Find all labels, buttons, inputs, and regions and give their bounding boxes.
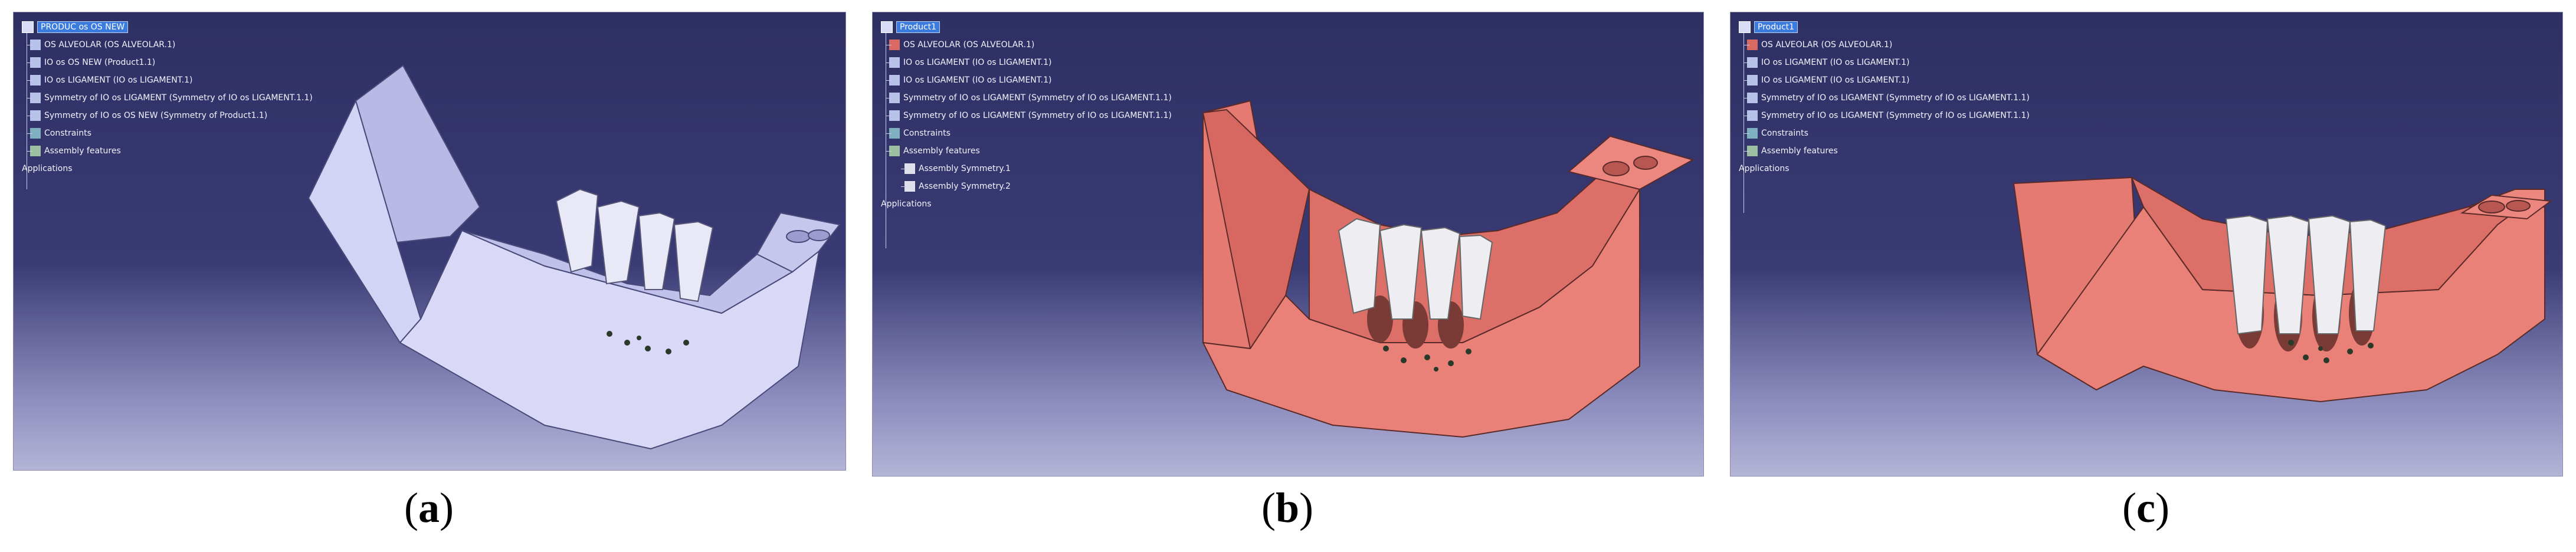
tooth-4 (1459, 234, 1493, 320)
tree-item[interactable]: IO os OS NEW (Product1.1) (27, 54, 313, 71)
part-icon (1747, 57, 1758, 68)
viewport-panel-a[interactable]: PRODUC os OS NEW OS ALVEOLAR (OS ALVEOLA… (13, 12, 846, 471)
tree-item[interactable]: OS ALVEOLAR (OS ALVEOLAR.1) (1743, 36, 2030, 54)
tooth-3 (2308, 215, 2351, 334)
spec-tree-b[interactable]: Product1 OS ALVEOLAR (OS ALVEOLAR.1) IO … (881, 18, 1172, 248)
tree-item[interactable]: OS ALVEOLAR (OS ALVEOLAR.1) (27, 36, 313, 54)
socket-right-1 (1602, 161, 1630, 176)
tooth-2 (597, 200, 640, 285)
tree-item[interactable]: Symmetry of IO os LIGAMENT (Symmetry of … (886, 89, 1172, 107)
part-icon (30, 75, 41, 86)
constraints-icon (889, 128, 900, 139)
tree-line (1743, 30, 1744, 213)
part-icon (1747, 110, 1758, 121)
ligament-points (2288, 340, 2374, 363)
tree-item[interactable]: IO os LIGAMENT (IO os LIGAMENT.1) (1743, 71, 2030, 89)
viewport-panel-c[interactable]: Product1 OS ALVEOLAR (OS ALVEOLAR.1) IO … (1730, 12, 2563, 477)
tree-item[interactable]: Symmetry of IO os OS NEW (Symmetry of Pr… (27, 107, 313, 124)
teeth-group (2225, 215, 2387, 335)
tree-subitem[interactable]: Assembly Symmetry.1 (901, 160, 1172, 178)
part-icon (889, 75, 900, 86)
tooth-3 (638, 212, 676, 290)
jaw-model-b[interactable] (873, 12, 1703, 476)
socket-right-2 (2506, 200, 2531, 212)
part-icon (1747, 75, 1758, 86)
part-icon (30, 40, 41, 50)
part-icon (1747, 93, 1758, 103)
symmetry-icon (904, 163, 915, 174)
tooth-1 (2225, 215, 2269, 335)
part-icon (889, 40, 900, 50)
product-icon (22, 21, 34, 33)
tree-item[interactable]: Applications (881, 199, 932, 209)
jaw-model-a[interactable] (14, 12, 845, 470)
jaw-ramus-left-side (1202, 109, 1310, 350)
tree-item[interactable]: OS ALVEOLAR (OS ALVEOLAR.1) (886, 36, 1172, 54)
tree-root[interactable]: Product1 (1739, 18, 2030, 36)
caption-c: (c) (2122, 484, 2169, 531)
socket-right-1 (786, 230, 811, 243)
part-icon (889, 110, 900, 121)
tree-item[interactable]: Symmetry of IO os LIGAMENT (Symmetry of … (1743, 89, 2030, 107)
symmetry-icon (904, 181, 915, 192)
caption-b: (b) (1261, 484, 1313, 531)
tree-item[interactable]: Constraints (27, 124, 313, 142)
tree-item[interactable]: Assembly features (1743, 142, 2030, 160)
product-icon (881, 21, 893, 33)
tree-item[interactable]: Assembly features (27, 142, 313, 160)
part-icon (889, 57, 900, 68)
tree-item[interactable]: Constraints (1743, 124, 2030, 142)
socket-right-2 (1633, 156, 1658, 170)
constraints-icon (1747, 128, 1758, 139)
ligament-points (607, 331, 689, 354)
jaw-ramus-right (1567, 135, 1695, 190)
socket-right-2 (808, 229, 830, 241)
part-icon (889, 93, 900, 103)
tooth-1 (1338, 218, 1381, 314)
assembly-features-icon (30, 146, 41, 156)
part-icon (1747, 40, 1758, 50)
tree-item[interactable]: Symmetry of IO os LIGAMENT (Symmetry of … (27, 89, 313, 107)
part-icon (30, 110, 41, 121)
socket-right-1 (2478, 201, 2505, 213)
spec-tree-c[interactable]: Product1 OS ALVEOLAR (OS ALVEOLAR.1) IO … (1739, 18, 2030, 213)
caption-a: (a) (404, 484, 454, 531)
tooth-1 (555, 188, 599, 273)
tooth-2 (1379, 224, 1423, 320)
assembly-features-icon (1747, 146, 1758, 156)
ligament-points (1383, 346, 1471, 372)
tooth-4 (2349, 219, 2387, 331)
jaw-face-left (307, 99, 422, 344)
tooth-3 (1420, 226, 1461, 320)
tree-item[interactable]: IO os LIGAMENT (IO os LIGAMENT.1) (886, 71, 1172, 89)
viewport-panel-b[interactable]: Product1 OS ALVEOLAR (OS ALVEOLAR.1) IO … (872, 12, 1704, 477)
tree-item[interactable]: Symmetry of IO os LIGAMENT (Symmetry of … (1743, 107, 2030, 124)
tree-item[interactable]: Applications (1739, 164, 1790, 173)
constraints-icon (30, 128, 41, 139)
teeth-group (1338, 218, 1493, 320)
tree-root[interactable]: Product1 (881, 18, 1172, 36)
part-icon (30, 57, 41, 68)
tooth-4 (673, 221, 714, 303)
tree-item[interactable]: IO os LIGAMENT (IO os LIGAMENT.1) (27, 71, 313, 89)
product-icon (1739, 21, 1751, 33)
tree-item[interactable]: Constraints (886, 124, 1172, 142)
tree-item[interactable]: IO os LIGAMENT (IO os LIGAMENT.1) (1743, 54, 2030, 71)
part-icon (30, 93, 41, 103)
tree-item[interactable]: IO os LIGAMENT (IO os LIGAMENT.1) (886, 54, 1172, 71)
tree-subitem[interactable]: Assembly Symmetry.2 (901, 178, 1172, 195)
tree-root[interactable]: PRODUC os OS NEW (22, 18, 313, 36)
tree-item[interactable]: Assembly features (886, 142, 1172, 160)
tree-item[interactable]: Symmetry of IO os LIGAMENT (Symmetry of … (886, 107, 1172, 124)
spec-tree-a[interactable]: PRODUC os OS NEW OS ALVEOLAR (OS ALVEOLA… (22, 18, 313, 189)
tree-item[interactable]: Applications (22, 164, 73, 173)
tooth-2 (2266, 215, 2310, 334)
assembly-features-icon (889, 146, 900, 156)
teeth-group (555, 188, 714, 303)
jaw-model-c[interactable] (1731, 12, 2562, 476)
